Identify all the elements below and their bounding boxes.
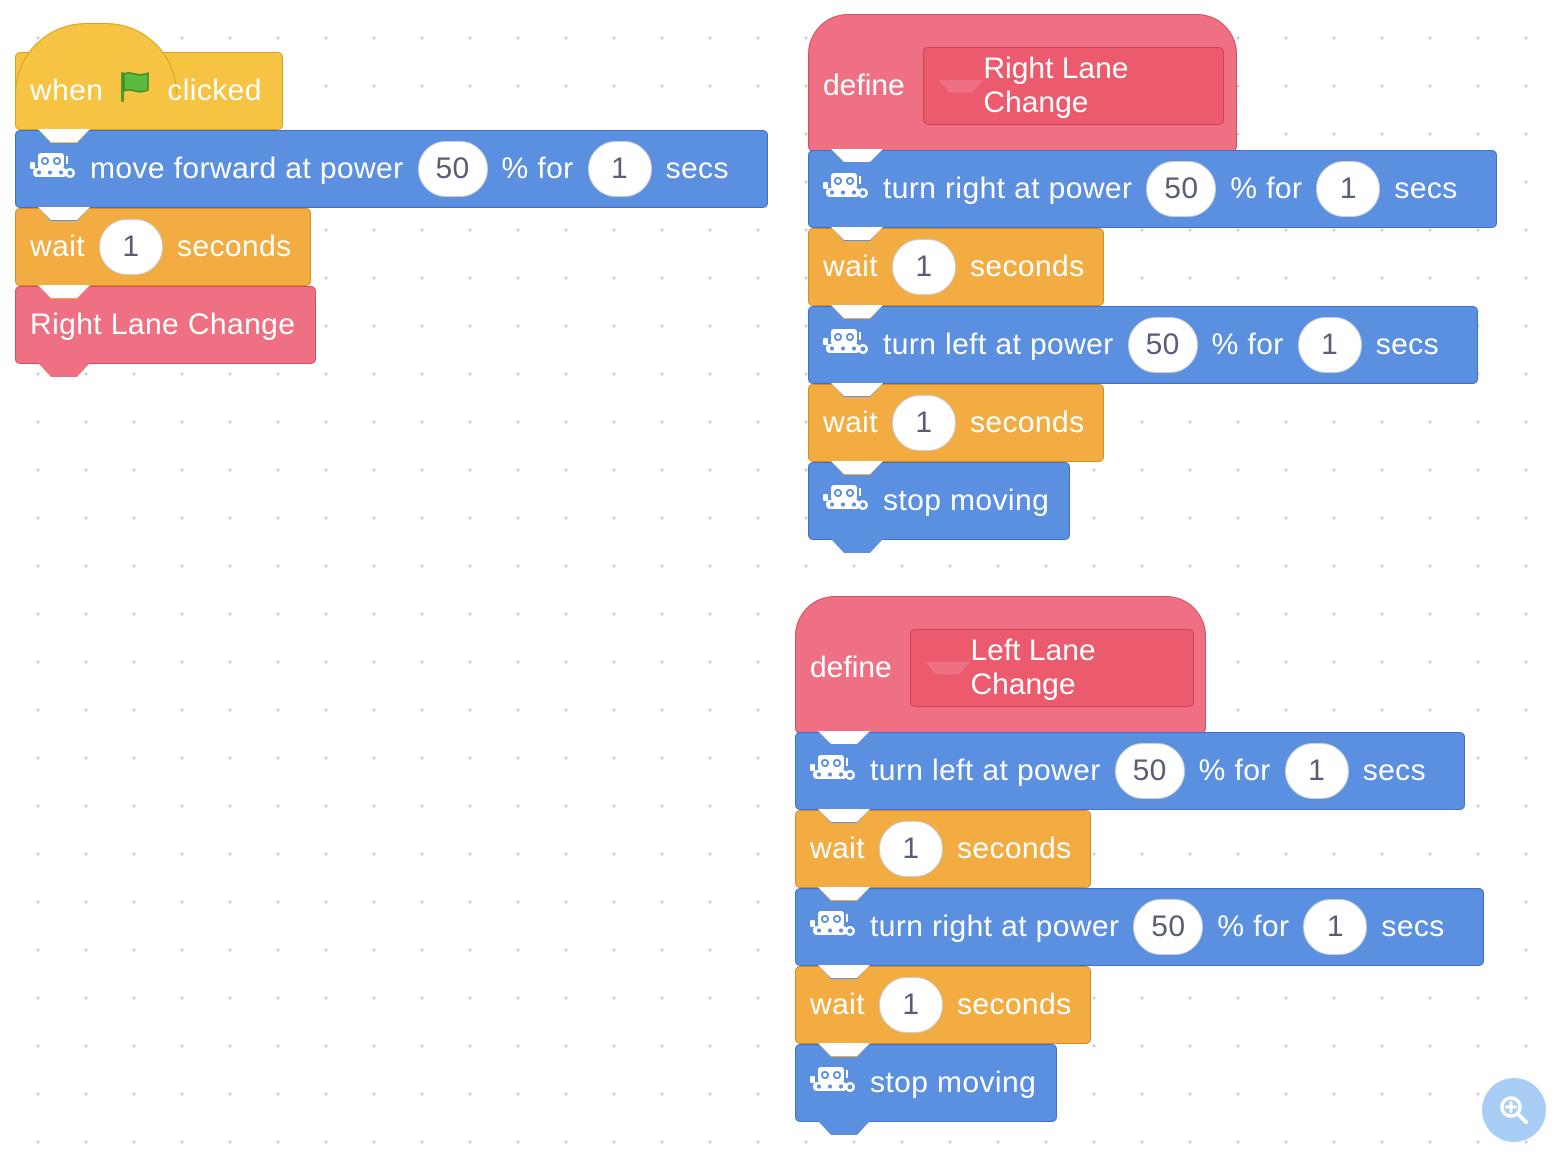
wait-block[interactable]: wait 1 seconds [808, 383, 1104, 475]
robot-icon [30, 150, 76, 188]
wait-label: wait [823, 406, 878, 439]
wait-label: wait [810, 832, 865, 865]
seconds-label: seconds [956, 832, 1072, 865]
wait-label: wait [823, 250, 878, 283]
robot-icon [823, 482, 869, 520]
block-notch [831, 149, 883, 162]
block-notch [818, 731, 870, 744]
prototype-label: Right Lane Change [983, 52, 1129, 119]
wait-seconds-input[interactable]: 1 [878, 821, 943, 877]
zoom-in-icon [1500, 1096, 1528, 1124]
move-forward-label: move forward at power [90, 152, 404, 185]
block-notch [818, 809, 870, 822]
define-left-lane-change-block[interactable]: define Left Lane Change [795, 596, 1206, 747]
turn-right-block[interactable]: turn right at power 50 % for 1 secs [808, 149, 1497, 241]
power-input[interactable]: 50 [1133, 899, 1204, 955]
secs-label: secs [665, 152, 729, 185]
robot-icon [810, 1064, 856, 1102]
seconds-label: seconds [969, 406, 1085, 439]
block-tab [38, 363, 90, 377]
turn-left-block[interactable]: turn left at power 50 % for 1 secs [808, 305, 1478, 397]
wait-block[interactable]: wait 1 seconds [795, 965, 1091, 1057]
duration-input[interactable]: 1 [587, 141, 652, 197]
power-input[interactable]: 50 [417, 141, 488, 197]
block-notch [818, 1043, 870, 1056]
when-label: when [30, 74, 104, 107]
power-input[interactable]: 50 [1127, 317, 1198, 373]
percent-for-label: % for [1198, 754, 1271, 787]
seconds-label: seconds [176, 230, 292, 263]
define-right-lane-change-block[interactable]: define Right Lane Change [808, 14, 1237, 165]
secs-label: secs [1394, 172, 1458, 205]
turn-right-label: turn right at power [883, 172, 1133, 205]
wait-seconds-input[interactable]: 1 [891, 395, 956, 451]
stop-moving-block[interactable]: stop moving [795, 1043, 1057, 1135]
wait-block[interactable]: wait 1 seconds [15, 207, 311, 299]
block-notch [38, 207, 90, 220]
robot-icon [810, 752, 856, 790]
left-lane-change-prototype[interactable]: Left Lane Change [910, 629, 1194, 707]
block-tab [818, 1121, 870, 1135]
block-notch [38, 129, 90, 142]
stop-moving-label: stop moving [883, 484, 1050, 517]
block-notch [831, 305, 883, 318]
duration-input[interactable]: 1 [1297, 317, 1362, 373]
stop-moving-block[interactable]: stop moving [808, 461, 1070, 553]
duration-input[interactable]: 1 [1316, 161, 1381, 217]
turn-right-block[interactable]: turn right at power 50 % for 1 secs [795, 887, 1484, 979]
duration-input[interactable]: 1 [1284, 743, 1349, 799]
turn-left-block[interactable]: turn left at power 50 % for 1 secs [795, 731, 1465, 823]
power-input[interactable]: 50 [1146, 161, 1217, 217]
robot-icon [810, 908, 856, 946]
define-label: define [810, 651, 892, 684]
block-notch [925, 661, 971, 675]
zoom-in-button[interactable] [1482, 1078, 1546, 1142]
seconds-label: seconds [956, 988, 1072, 1021]
turn-left-label: turn left at power [870, 754, 1101, 787]
percent-for-label: % for [1230, 172, 1303, 205]
percent-for-label: % for [1217, 910, 1290, 943]
wait-seconds-input[interactable]: 1 [98, 219, 163, 275]
power-input[interactable]: 50 [1114, 743, 1185, 799]
block-notch [831, 461, 883, 474]
wait-block[interactable]: wait 1 seconds [808, 227, 1104, 319]
secs-label: secs [1375, 328, 1439, 361]
right-lane-change-prototype[interactable]: Right Lane Change [923, 47, 1224, 125]
green-flag-icon [117, 69, 153, 113]
percent-for-label: % for [501, 152, 574, 185]
block-notch [831, 227, 883, 240]
duration-input[interactable]: 1 [1303, 899, 1368, 955]
call-label: Right Lane Change [30, 308, 296, 341]
block-tab [831, 539, 883, 553]
block-notch [38, 285, 90, 298]
wait-label: wait [810, 988, 865, 1021]
robot-icon [823, 326, 869, 364]
block-notch [938, 79, 984, 93]
turn-right-label: turn right at power [870, 910, 1120, 943]
clicked-label: clicked [167, 74, 262, 107]
wait-seconds-input[interactable]: 1 [878, 977, 943, 1033]
seconds-label: seconds [969, 250, 1085, 283]
call-right-lane-change-block[interactable]: Right Lane Change [15, 285, 316, 377]
secs-label: secs [1381, 910, 1445, 943]
secs-label: secs [1362, 754, 1426, 787]
stop-moving-label: stop moving [870, 1066, 1037, 1099]
turn-left-label: turn left at power [883, 328, 1114, 361]
prototype-label: Left Lane Change [970, 634, 1096, 701]
move-forward-block[interactable]: move forward at power 50 % for 1 secs [15, 129, 768, 221]
block-notch [818, 965, 870, 978]
percent-for-label: % for [1211, 328, 1284, 361]
robot-icon [823, 170, 869, 208]
define-label: define [823, 69, 905, 102]
wait-block[interactable]: wait 1 seconds [795, 809, 1091, 901]
wait-seconds-input[interactable]: 1 [891, 239, 956, 295]
wait-label: wait [30, 230, 85, 263]
when-flag-clicked-block[interactable]: when clicked [14, 23, 283, 143]
block-notch [831, 383, 883, 396]
block-notch [818, 887, 870, 900]
